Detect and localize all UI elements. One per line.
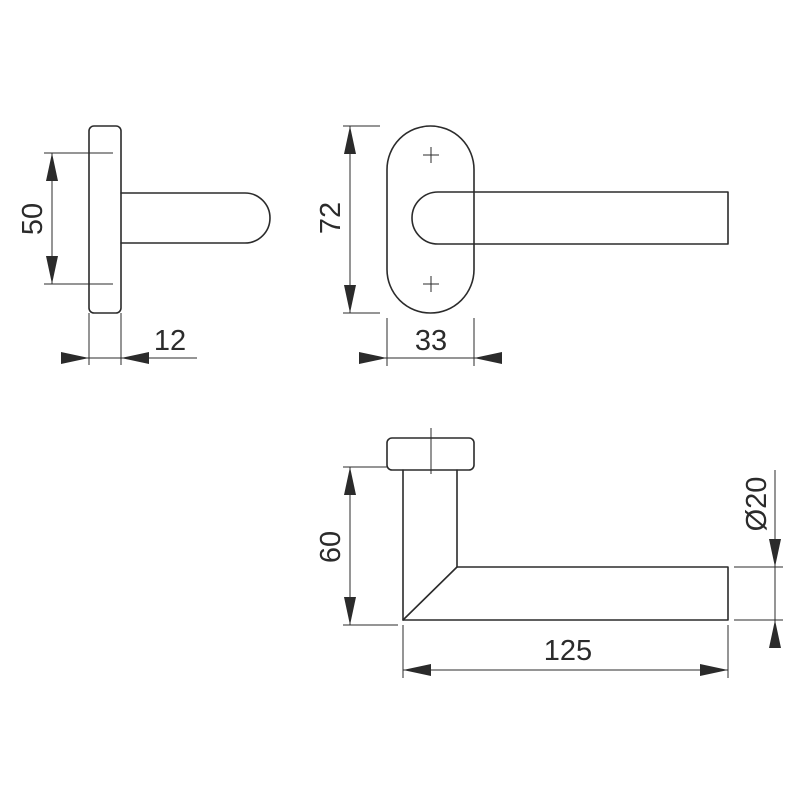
arrow-head: [344, 126, 356, 154]
side-view-rose-plate: [88, 125, 122, 314]
top-view: 60 125 Ø20: [315, 428, 783, 678]
dimension-escutcheon-width: 33: [359, 318, 502, 366]
dimension-lever-diameter: Ø20: [734, 470, 783, 648]
dimension-lever-length: 125: [402, 625, 729, 678]
dimension-label-lever-projection: 60: [315, 531, 347, 563]
arrow-head: [46, 153, 58, 181]
arrow-head: [769, 539, 781, 567]
arrow-head: [344, 285, 356, 313]
top-view-lever-profile: [402, 469, 729, 621]
dimension-label-escutcheon-width: 33: [415, 325, 447, 357]
arrow-head: [769, 620, 781, 648]
arrow-head: [474, 352, 502, 364]
side-view-lever-arm: [120, 192, 271, 244]
side-view: 50 12: [17, 125, 271, 365]
arrow-head: [403, 664, 431, 676]
screw-marker-bottom: [423, 276, 439, 292]
front-view-escutcheon: [386, 125, 475, 314]
dimension-rose-thickness: 12: [61, 313, 197, 365]
front-view: 72 33: [315, 125, 729, 366]
dimension-label-escutcheon-height: 72: [315, 202, 347, 234]
arrow-head: [700, 664, 728, 676]
arrow-head: [344, 467, 356, 495]
dimension-escutcheon-height: 72: [315, 125, 380, 314]
dimension-label-lever-length: 125: [544, 635, 592, 667]
dimension-lever-projection: 60: [315, 466, 398, 626]
arrow-head: [46, 256, 58, 284]
front-view-lever-arm: [411, 191, 729, 245]
screw-marker-top: [423, 147, 439, 163]
dimension-label-lever-diameter: Ø20: [741, 477, 773, 532]
dimension-label-rose-thickness: 12: [154, 325, 186, 357]
arrow-head: [61, 352, 89, 364]
arrow-head: [359, 352, 387, 364]
dimension-label-rose-height: 50: [17, 203, 49, 235]
top-view-mitre-line: [402, 566, 458, 621]
dimension-rose-height: 50: [17, 152, 113, 285]
arrow-head: [344, 597, 356, 625]
arrow-head: [121, 352, 149, 364]
